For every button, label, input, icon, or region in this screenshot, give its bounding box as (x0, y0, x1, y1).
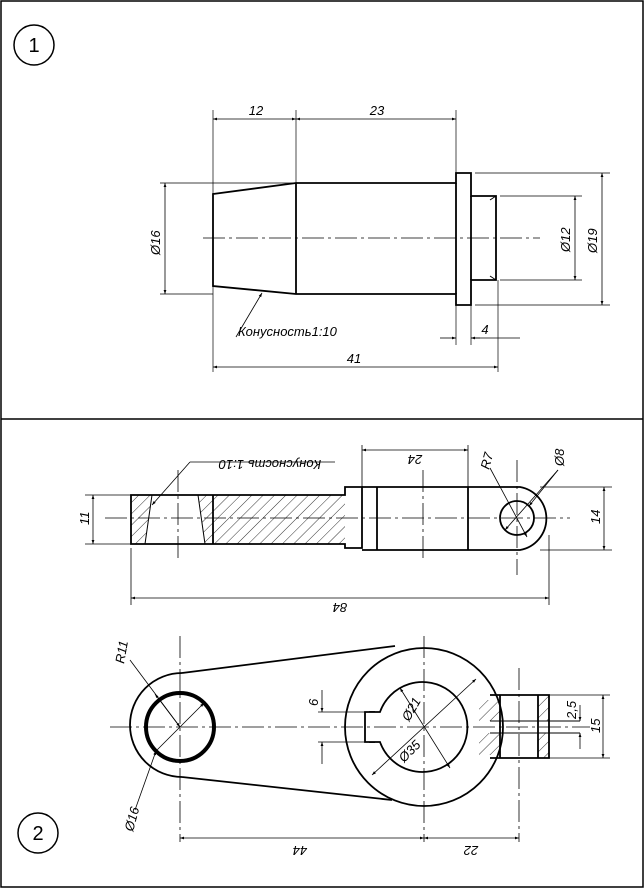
dim-12: 12 (249, 103, 264, 118)
fig1-extension-lines (160, 110, 610, 372)
dim-dia8: Ø8 (552, 448, 567, 467)
dim-dia19: Ø19 (585, 228, 600, 254)
dim-24: 24 (408, 452, 423, 467)
figure-1-number-circle (13, 24, 55, 66)
shaft-outline (212, 172, 497, 306)
dim-4: 4 (481, 322, 488, 337)
figure-2: 2 (17, 445, 612, 858)
dim-44: 44 (293, 843, 307, 858)
dim-dia12: Ø12 (558, 227, 573, 253)
dim-2-5: 2,5 (564, 700, 579, 720)
taper-note: Конусность1:10 (238, 324, 338, 339)
dim-6: 6 (306, 698, 321, 706)
figure-2-number-circle (17, 812, 59, 854)
dim-15: 15 (588, 718, 603, 733)
dim-dia16-plan: Ø16 (121, 804, 142, 833)
dim-14: 14 (588, 510, 603, 524)
fig1-dimension-lines (163, 117, 604, 369)
figure-2-number: 2 (32, 823, 43, 845)
dim-11: 11 (77, 512, 92, 526)
dim-22: 22 (463, 843, 479, 858)
dim-r7: R7 (477, 450, 496, 471)
fig2-side-dimension-lines (85, 445, 612, 605)
dim-dia16: Ø16 (148, 230, 163, 256)
dim-r11: R11 (112, 639, 131, 664)
lever-plan-view (110, 636, 590, 842)
fig2-plan-dimension-lines (129, 659, 610, 840)
figure-1-number: 1 (28, 35, 39, 57)
dim-84: 84 (333, 600, 347, 615)
dim-41: 41 (347, 351, 361, 366)
side-taper-note: Конусность 1:10 (218, 457, 321, 472)
figure-1: 1 (13, 24, 610, 372)
dim-23: 23 (369, 103, 385, 118)
lever-side-view (105, 460, 570, 575)
